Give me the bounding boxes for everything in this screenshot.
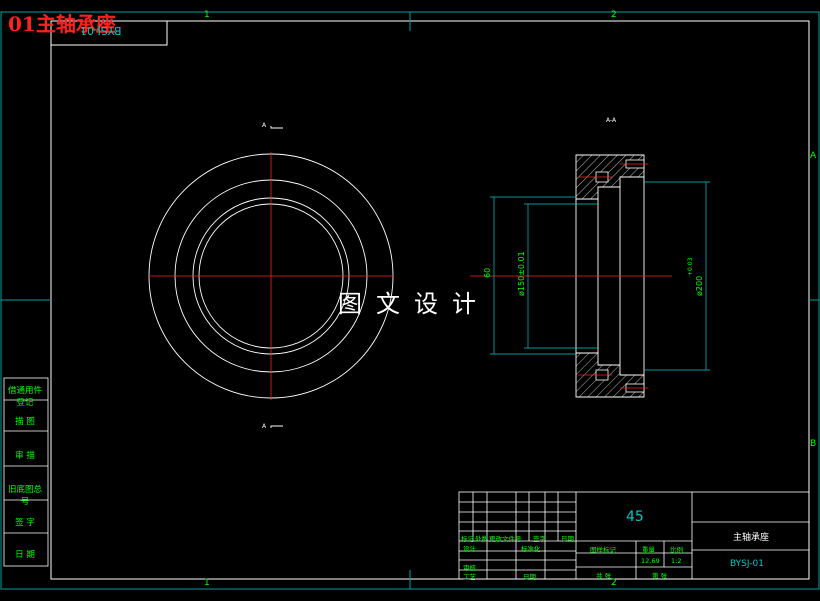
section-mark-top: A: [262, 122, 267, 129]
overlay-title: 01主轴承座: [8, 12, 116, 36]
side-table-cell-6: 日 期: [15, 550, 35, 560]
zone-number-bottom-1: 1: [204, 578, 210, 588]
process-label: 工艺: [463, 573, 476, 581]
date-label: 日期: [523, 573, 536, 581]
side-table-cell-1: 借通用件登记: [7, 386, 42, 408]
review-label: 审核: [463, 564, 476, 572]
sheet-label: 第 张: [652, 572, 668, 580]
standardization-label: 标准化: [521, 545, 541, 553]
drawing-number: BYSJ-01: [730, 559, 764, 569]
side-table-lines: [3, 377, 49, 567]
side-table-cell-5: 签 字: [15, 518, 35, 528]
side-table-cell-2: 描 图: [15, 417, 35, 427]
stage-mark-label: 图样标记: [590, 546, 616, 554]
header-label-count: 处数: [475, 535, 488, 543]
part-name: 主轴承座: [733, 533, 770, 543]
sheet-total-label: 共 张: [596, 572, 612, 580]
watermark: 图文设计: [338, 290, 490, 318]
dimension-200-tolerance: +0.03: [687, 257, 694, 276]
zone-number-top-2: 2: [611, 10, 617, 20]
scale-label: 比例: [670, 546, 683, 554]
header-label-change-doc: 更改文件号: [489, 535, 522, 543]
section-view: [470, 154, 672, 398]
front-view: [148, 126, 394, 428]
header-label-signature: 签字: [533, 535, 546, 543]
zone-letter-b: B: [810, 439, 817, 449]
section-mark-bottom: A: [262, 423, 267, 430]
dimension-60: 60: [483, 267, 492, 278]
rotated-drawing-number-stamp: BYSJ-01: [80, 24, 122, 37]
dimension-150: ø150±0.01: [517, 251, 526, 296]
dimension-200: ø200: [695, 275, 704, 296]
zone-number-top-1: 1: [204, 10, 210, 20]
dimension-lines: [490, 181, 710, 371]
weight-label: 重量: [642, 546, 655, 554]
scale-value: 1:2: [671, 557, 682, 565]
zone-number-bottom-2: 2: [611, 578, 617, 588]
designer-label: 设计: [463, 545, 476, 553]
header-label-mark: 标记: [461, 535, 474, 543]
side-table-cell-3: 审 描: [15, 451, 35, 461]
material-value: 45: [626, 509, 644, 525]
title-block-lines: [458, 491, 810, 580]
side-table-cell-4: 旧底图总号: [7, 485, 42, 507]
header-label-date: 日期: [561, 535, 574, 543]
weight-value: 12.69: [641, 557, 660, 565]
zone-letter-a: A: [810, 151, 817, 161]
section-view-label: A-A: [606, 117, 617, 124]
drawing-border: [0, 11, 820, 590]
